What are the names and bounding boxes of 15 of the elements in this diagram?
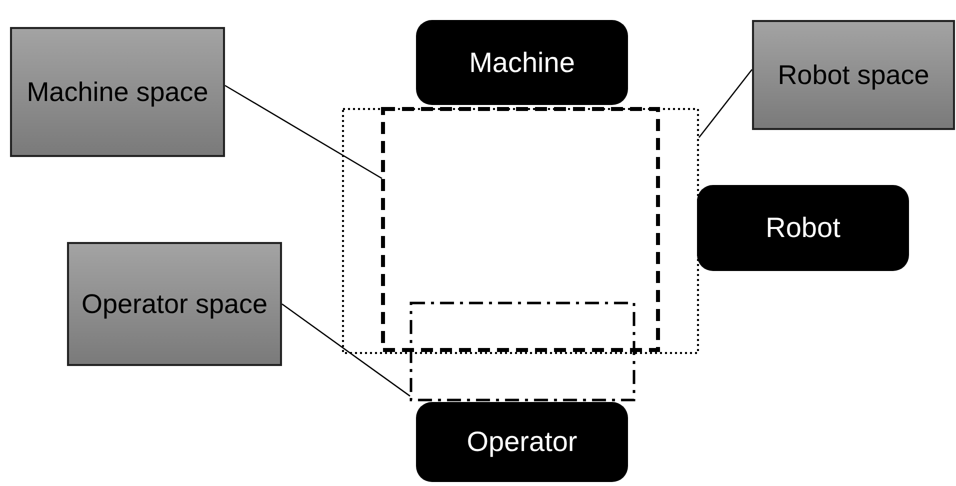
- box-label: Operator space: [80, 288, 269, 320]
- leader-line: [698, 69, 753, 138]
- box-label: Machine: [468, 46, 576, 78]
- box-label: Operator: [466, 426, 578, 458]
- leader-line: [224, 84, 382, 180]
- leader-line: [282, 303, 410, 397]
- callout-box: [10, 27, 225, 157]
- actor-box: [697, 185, 909, 271]
- actor-box: [416, 402, 628, 482]
- box-label: Robot space: [776, 58, 930, 92]
- box-label: Machine space: [26, 76, 210, 108]
- actor-box: [416, 20, 628, 105]
- box-label: Robot: [764, 212, 842, 244]
- callout-box: [67, 242, 282, 366]
- callout-box: [752, 20, 955, 130]
